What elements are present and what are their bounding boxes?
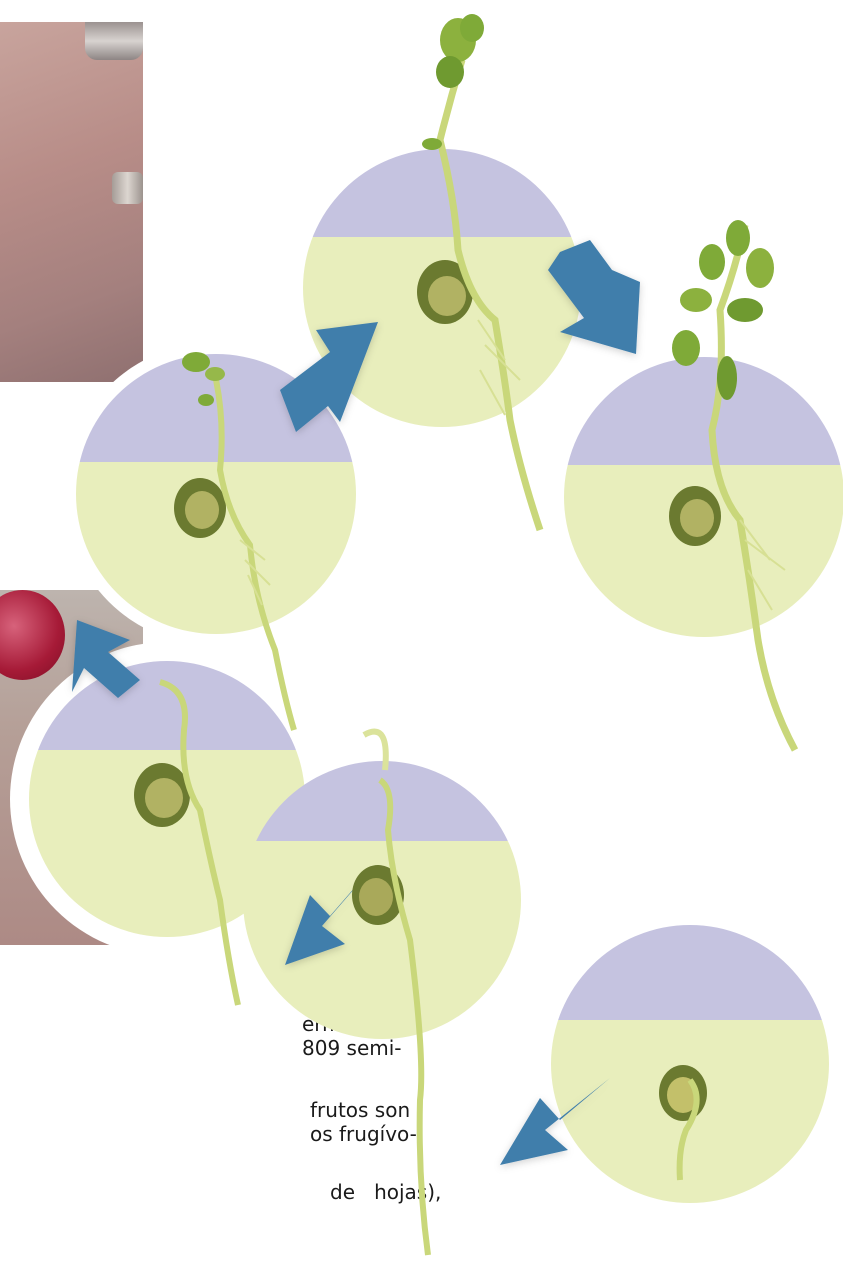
germination-cycle-diagram [0,0,843,1286]
